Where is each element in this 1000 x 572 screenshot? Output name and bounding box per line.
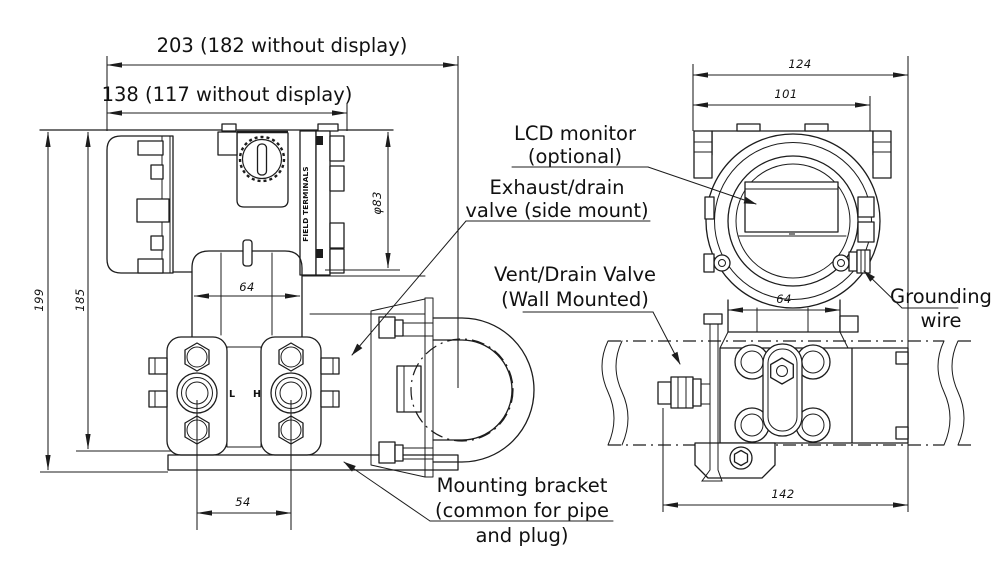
manifold-bosses <box>734 344 831 443</box>
field-terminals-text: FIELD TERMINALS <box>301 166 310 241</box>
housing-side <box>172 123 339 273</box>
vent-drain-valve <box>657 376 711 409</box>
cooling-fin <box>329 165 345 192</box>
cooling-fin <box>329 135 345 162</box>
bracket-links <box>301 275 426 315</box>
dim-overall-length: 203 (182 without display) <box>157 34 408 57</box>
knob-box <box>236 132 289 208</box>
top-tab <box>317 123 339 132</box>
mounting-label-line1: Mounting bracket <box>437 474 608 497</box>
cooling-fin <box>329 222 345 249</box>
side-mount-valve <box>320 357 340 375</box>
vent-label-line2: (Wall Mounted) <box>501 288 649 311</box>
lcd-label-line2: (optional) <box>528 145 622 168</box>
grounding-terminal <box>832 249 871 274</box>
dim-64-side: 64 <box>239 280 254 294</box>
pipe-mount-bracket <box>370 297 535 478</box>
process-flanges: L H <box>148 336 340 456</box>
cooling-fin <box>329 248 345 274</box>
mounting-label-line3: and plug) <box>475 524 568 547</box>
dim-64-front: 64 <box>776 292 791 306</box>
vent-label-line1: Vent/Drain Valve <box>494 263 656 286</box>
side-view: FIELD TERMINALS 64 <box>39 123 535 478</box>
dim-height-overall: 199 <box>32 288 46 311</box>
exhaust-label-line1: Exhaust/drain <box>489 176 624 199</box>
grounding-label-line1: Grounding <box>890 285 992 308</box>
front-neck: 64 <box>719 292 859 349</box>
front-view: 64 <box>601 123 975 482</box>
mounting-leader <box>343 461 431 522</box>
vent-pin <box>242 239 253 267</box>
lcd-leader <box>647 166 757 205</box>
lcd-label-line1: LCD monitor <box>514 122 637 145</box>
top-tab <box>221 123 237 132</box>
dim-port-spacing: 54 <box>235 495 250 509</box>
front-housing-top <box>693 123 892 179</box>
bracket-base-plate <box>167 454 459 471</box>
display-cover <box>106 135 174 274</box>
dim-height-body: 185 <box>73 288 87 311</box>
dim-bracket-width: 142 <box>771 487 794 501</box>
dim-width-overall: 124 <box>788 57 811 71</box>
dimensions: 203 (182 without display) 138 (117 witho… <box>32 34 909 530</box>
grounding-label-line2: wire <box>921 309 962 332</box>
mounting-pipe <box>601 340 975 446</box>
front-bezel <box>703 133 881 309</box>
wall-bracket-plate <box>701 321 723 482</box>
exhaust-label-line2: valve (side mount) <box>465 199 648 222</box>
port-low-label: L <box>229 389 235 400</box>
vent-leader <box>652 311 681 365</box>
conduit-cap-left <box>693 130 713 179</box>
terminal-cover: FIELD TERMINALS <box>299 130 345 276</box>
pipe-section-dashed <box>410 338 514 442</box>
sensor-barrel: 64 <box>191 239 303 338</box>
lcd-window <box>744 181 839 233</box>
callouts: LCD monitor (optional) Exhaust/drain val… <box>343 122 992 547</box>
dim-housing-length: 138 (117 without display) <box>102 83 353 106</box>
knob-slot <box>256 143 268 176</box>
mounting-label-line2: (common for pipe <box>435 499 609 522</box>
dim-width-housing: 101 <box>774 87 797 101</box>
exhaust-leader <box>351 220 467 356</box>
front-manifold <box>657 313 909 482</box>
grounding-leader <box>863 270 959 309</box>
port-high-label: H <box>253 389 261 400</box>
conduit-cap-right <box>872 130 892 179</box>
dim-cover-diameter: φ83 <box>370 191 384 214</box>
